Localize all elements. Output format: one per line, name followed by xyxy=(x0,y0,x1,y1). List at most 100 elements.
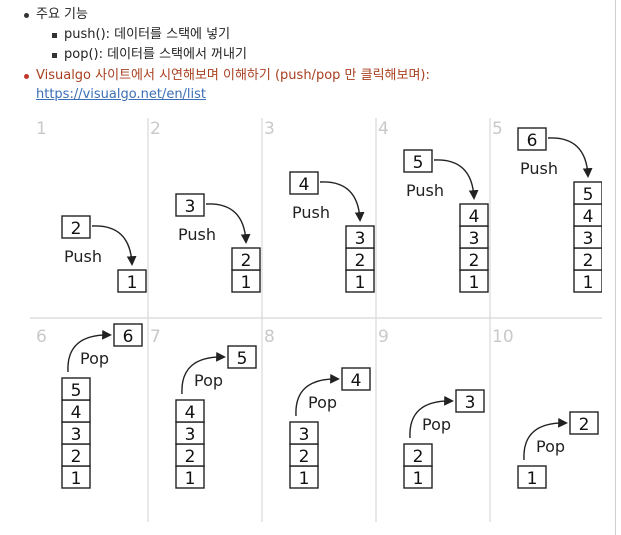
stack-cell-label: 2 xyxy=(583,251,594,271)
stack-cell xyxy=(231,247,261,271)
square-bullet-icon xyxy=(52,53,57,58)
square-bullet-icon xyxy=(52,33,57,38)
list-item-push: push(): 데이터를 스택에 넣기 xyxy=(64,27,231,42)
step-number: 10 xyxy=(492,327,514,347)
push-arrow xyxy=(91,225,137,266)
popped-value-box-label: 3 xyxy=(465,393,476,413)
popped-value-box xyxy=(569,411,599,435)
visualgo-link[interactable]: https://visualgo.net/en/list xyxy=(36,87,207,102)
pushed-value-box-label: 5 xyxy=(413,153,424,173)
stack-cell-label: 4 xyxy=(71,403,82,423)
stack-cell-label: 1 xyxy=(241,273,252,293)
stack-cell-label: 2 xyxy=(355,251,366,271)
popped-value-box-label: 6 xyxy=(123,327,134,347)
pop-label: Pop xyxy=(194,371,223,390)
step-number: 6 xyxy=(36,327,47,347)
popped-value-box-label: 4 xyxy=(351,371,362,391)
stack-cell-label: 2 xyxy=(241,251,252,271)
stack-cell-label: 3 xyxy=(355,229,366,249)
stack-cell-label: 4 xyxy=(583,207,594,227)
stack-cell-label: 4 xyxy=(469,207,480,227)
stack-cell-label: 4 xyxy=(185,403,196,423)
pushed-value-box-label: 4 xyxy=(299,175,310,195)
pushed-value-box xyxy=(289,171,319,195)
push-arrow xyxy=(433,159,479,200)
stack-cell-label: 1 xyxy=(71,469,82,489)
stack-cell-label: 3 xyxy=(469,229,480,249)
bullet-icon xyxy=(24,13,29,18)
stack-cell-label: 3 xyxy=(71,425,82,445)
pushed-value-box xyxy=(517,127,547,151)
pop-arrow xyxy=(67,329,112,373)
pop-arrow xyxy=(523,417,568,461)
stack-cell-label: 3 xyxy=(185,425,196,445)
push-arrow xyxy=(547,137,593,178)
popped-value-box xyxy=(341,367,371,391)
stack-cell xyxy=(61,377,91,401)
step-number: 3 xyxy=(264,119,275,139)
step-number: 9 xyxy=(378,327,389,347)
stack-cell-label: 1 xyxy=(583,273,594,293)
stack-cell xyxy=(117,269,147,293)
push-label: Push xyxy=(292,203,330,222)
stack-cell-label: 3 xyxy=(299,425,310,445)
step-number: 8 xyxy=(264,327,275,347)
stack-push-pop-figure: 112Push2123Push31234Push412345Push512345… xyxy=(30,118,602,522)
stack-cell xyxy=(517,465,547,489)
bullet-icon xyxy=(24,74,29,79)
step-number: 4 xyxy=(378,119,389,139)
stack-cell-label: 2 xyxy=(71,447,82,467)
stack-cell-label: 3 xyxy=(583,229,594,249)
push-label: Push xyxy=(64,247,102,266)
popped-value-box xyxy=(455,389,485,413)
stack-cell xyxy=(289,421,319,445)
stack-cell-label: 1 xyxy=(127,273,138,293)
stack-cell-label: 1 xyxy=(355,273,366,293)
push-label: Push xyxy=(406,181,444,200)
push-arrow xyxy=(319,181,365,222)
stack-cell-label: 1 xyxy=(185,469,196,489)
stack-cell xyxy=(403,443,433,467)
popped-value-box xyxy=(227,345,257,369)
list-heading: 주요 기능 xyxy=(36,7,88,22)
popped-value-box-label: 2 xyxy=(579,415,590,435)
pop-label: Pop xyxy=(80,349,109,368)
stack-cell-label: 1 xyxy=(527,469,538,489)
stack-cell-label: 2 xyxy=(185,447,196,467)
stack-cell-label: 2 xyxy=(469,251,480,271)
visualgo-note: Visualgo 사이트에서 시연해보며 이해하기 (push/pop 만 클릭… xyxy=(36,68,430,83)
pushed-value-box xyxy=(61,215,91,239)
pop-arrow xyxy=(409,395,454,439)
stack-cell xyxy=(175,399,205,423)
pushed-value-box xyxy=(403,149,433,173)
stack-cell-label: 1 xyxy=(413,469,424,489)
pop-label: Pop xyxy=(308,393,337,412)
step-number: 5 xyxy=(492,119,503,139)
pushed-value-box xyxy=(175,193,205,217)
push-label: Push xyxy=(178,225,216,244)
stack-cell-label: 5 xyxy=(71,381,82,401)
pop-arrow xyxy=(295,373,340,417)
popped-value-box xyxy=(113,323,143,347)
scrollbar-edge xyxy=(615,0,616,535)
list-item-pop: pop(): 데이터를 스택에서 꺼내기 xyxy=(64,47,247,62)
push-label: Push xyxy=(520,159,558,178)
stack-cell xyxy=(345,225,375,249)
push-arrow xyxy=(205,203,251,244)
pushed-value-box-label: 6 xyxy=(527,131,538,151)
step-number: 2 xyxy=(150,119,161,139)
pushed-value-box-label: 2 xyxy=(71,219,82,239)
stack-cell xyxy=(573,181,602,205)
stack-cell-label: 2 xyxy=(413,447,424,467)
pop-label: Pop xyxy=(422,415,451,434)
pop-arrow xyxy=(181,351,226,395)
stack-cell-label: 2 xyxy=(299,447,310,467)
stack-cell-label: 1 xyxy=(299,469,310,489)
pushed-value-box-label: 3 xyxy=(185,197,196,217)
stack-cell-label: 1 xyxy=(469,273,480,293)
step-number: 7 xyxy=(150,327,161,347)
stack-cell-label: 5 xyxy=(583,185,594,205)
stack-cell xyxy=(459,203,489,227)
pop-label: Pop xyxy=(536,437,565,456)
popped-value-box-label: 5 xyxy=(237,349,248,369)
